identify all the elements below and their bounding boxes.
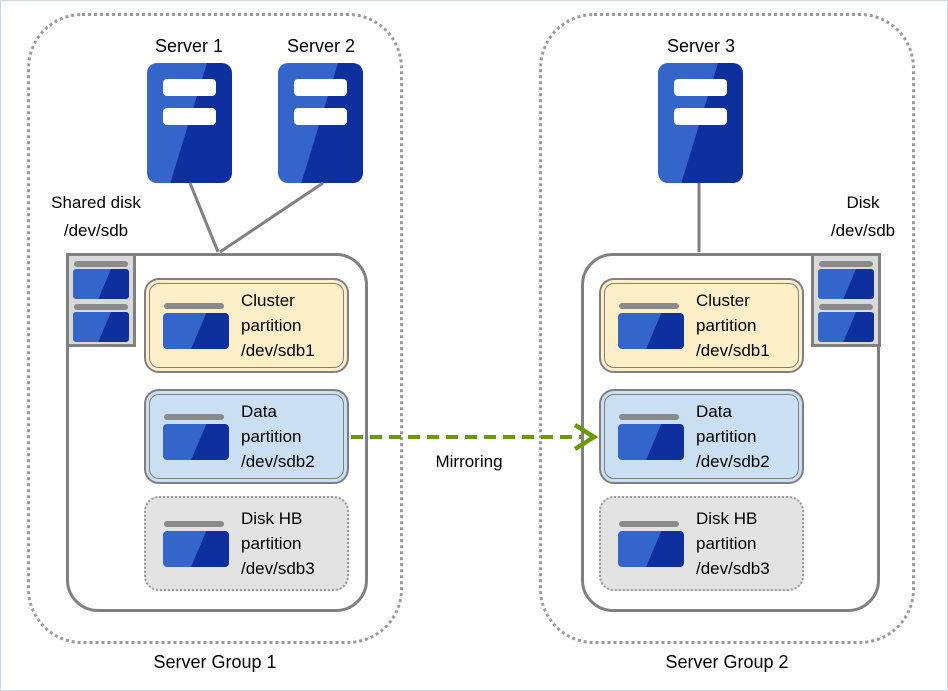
disk-bar-icon [619,413,679,420]
server-slot-icon [294,79,347,96]
disk-platter-icon [618,530,684,567]
server-slot-icon [674,108,727,125]
partition-label-line: Data [696,402,732,421]
disk-bar-icon [619,302,679,309]
partition-label-line: /dev/sdb2 [241,452,315,471]
partition-label: Data partition /dev/sdb2 [241,399,315,474]
disk-bar-icon [74,304,128,310]
server-group-1-boundary [27,13,403,644]
disk-bar-icon [164,413,224,420]
server-slot-icon [674,79,727,96]
partition-data-inner: Data partition /dev/sdb2 [149,394,344,479]
disk-bar-icon [819,304,873,310]
partition-label: Cluster partition /dev/sdb1 [241,288,315,363]
partition-label-line: partition [696,534,757,553]
partition-data-inner: Data partition /dev/sdb2 [604,394,799,479]
partition-disk-icon [618,413,684,460]
partition-diskhb-inner: Disk HB partition /dev/sdb3 [150,502,343,585]
disk-platter-icon [163,423,229,460]
partition-label-line: /dev/sdb3 [696,559,770,578]
partition-cluster: Cluster partition /dev/sdb1 [144,278,349,373]
server-icon [658,63,743,183]
partition-disk-icon [163,302,229,349]
server-slot-icon [163,79,216,96]
server-group-2-boundary [539,13,915,644]
disk-bar-icon [619,520,679,527]
partition-cluster-inner: Cluster partition /dev/sdb1 [149,283,344,368]
partition-disk-icon [163,413,229,460]
disk-platter-icon [618,312,684,349]
server-1-label: Server 1 [154,36,224,56]
server-icon [147,63,232,183]
disk-bar-icon [164,302,224,309]
disk-bar-icon [164,520,224,527]
partition-diskhb: Disk HB partition /dev/sdb3 [599,496,804,591]
disk-platter-icon [818,312,874,342]
disk-label: Disk /dev/sdb [798,189,928,245]
disk-tray-icon [811,253,881,347]
partition-diskhb-inner: Disk HB partition /dev/sdb3 [605,502,798,585]
partition-label-line: Cluster [696,291,750,310]
partition-label-line: Cluster [241,291,295,310]
partition-label-line: /dev/sdb1 [696,341,770,360]
disk-platter-icon [618,423,684,460]
disk-bar-icon [819,261,873,267]
partition-label-line: partition [241,427,302,446]
server-slot-icon [294,108,347,125]
partition-label-line: partition [696,427,757,446]
partition-label-line: partition [241,534,302,553]
partition-label: Cluster partition /dev/sdb1 [696,288,770,363]
partition-label-line: /dev/sdb1 [241,341,315,360]
disk-platter-icon [818,269,874,299]
partition-label-line: partition [696,316,757,335]
disk-label-line1: Disk [846,193,880,212]
disk-platter-icon [163,312,229,349]
server-slot-icon [163,108,216,125]
disk-platter-icon [163,530,229,567]
server-icon [278,63,363,183]
partition-data: Data partition /dev/sdb2 [599,389,804,484]
partition-cluster: Cluster partition /dev/sdb1 [599,278,804,373]
partition-data: Data partition /dev/sdb2 [144,389,349,484]
partition-disk-icon [618,520,684,567]
partition-cluster-inner: Cluster partition /dev/sdb1 [604,283,799,368]
server-3-label: Server 3 [666,36,736,56]
disk-platter-icon [73,269,129,299]
partition-label-line: partition [241,316,302,335]
disk-tray-icon [66,253,136,347]
partition-label: Data partition /dev/sdb2 [696,399,770,474]
partition-label-line: Disk HB [241,509,303,528]
partition-label-line: /dev/sdb2 [696,452,770,471]
partition-label-line: Data [241,402,277,421]
disk-bar-icon [74,261,128,267]
partition-diskhb: Disk HB partition /dev/sdb3 [144,496,349,591]
disk-label-line2: /dev/sdb [830,221,896,240]
partition-disk-icon [618,302,684,349]
partition-label: Disk HB partition /dev/sdb3 [696,506,770,581]
partition-disk-icon [163,520,229,567]
server-2-label: Server 2 [286,36,356,56]
server-group-1-label: Server Group 1 [153,652,277,672]
shared-disk-label: Shared disk /dev/sdb [31,189,161,245]
partition-label-line: /dev/sdb3 [241,559,315,578]
partition-label-line: Disk HB [696,509,758,528]
shared-disk-label-line1: Shared disk [51,193,141,212]
disk-platter-icon [73,312,129,342]
mirroring-label: Mirroring [435,452,503,471]
partition-label: Disk HB partition /dev/sdb3 [241,506,315,581]
server-group-2-label: Server Group 2 [665,652,789,672]
shared-disk-label-line2: /dev/sdb [63,221,129,240]
